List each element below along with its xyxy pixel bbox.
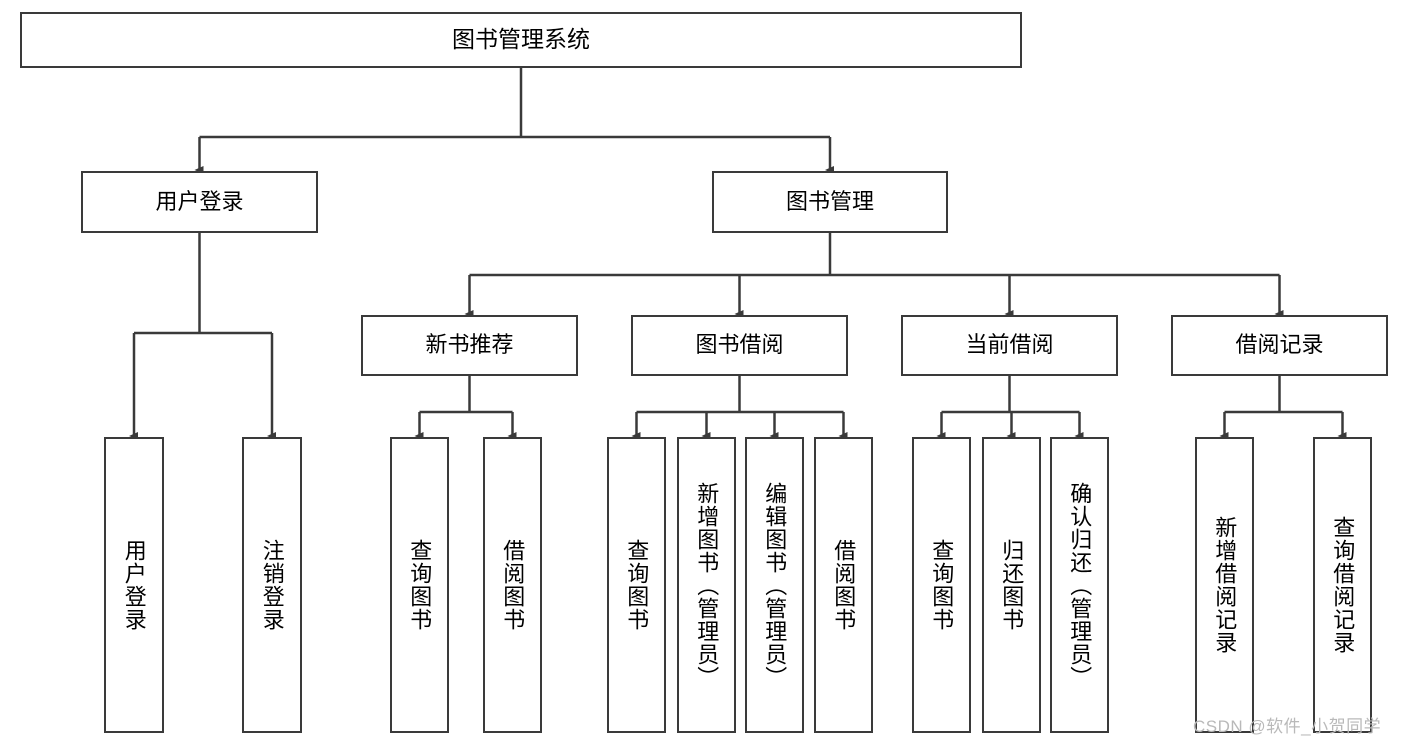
node-label: 当前借阅 — [965, 332, 1054, 358]
node-label: 注销登录 — [259, 539, 285, 631]
node-borrow-record[interactable]: 借阅记录 — [1171, 315, 1388, 376]
node-label: 用户登录 — [155, 188, 244, 214]
node-label: 归还图书 — [999, 539, 1025, 631]
node-label: 编辑图书（管理员） — [762, 481, 788, 689]
node-leaf-return[interactable]: 归还图书 — [982, 437, 1041, 733]
node-label: 查询图书 — [407, 539, 433, 631]
node-label: 用户登录 — [121, 539, 147, 631]
node-book-borrow[interactable]: 图书借阅 — [631, 315, 848, 376]
node-user-login[interactable]: 用户登录 — [81, 171, 318, 233]
node-label: 图书管理系统 — [452, 26, 590, 53]
node-label: 查询图书 — [624, 539, 650, 631]
node-new-book-rec[interactable]: 新书推荐 — [361, 315, 578, 376]
node-leaf-borrow-2[interactable]: 借阅图书 — [814, 437, 873, 733]
node-leaf-confirm[interactable]: 确认归还（管理员） — [1050, 437, 1109, 733]
node-leaf-query-3[interactable]: 查询图书 — [912, 437, 971, 733]
node-label: 查询图书 — [929, 539, 955, 631]
node-leaf-user-login[interactable]: 用户登录 — [104, 437, 164, 733]
node-label: 新增图书（管理员） — [694, 481, 720, 689]
node-label: 图书管理 — [785, 188, 874, 214]
node-label: 新书推荐 — [425, 332, 514, 358]
node-leaf-borrow-1[interactable]: 借阅图书 — [483, 437, 542, 733]
node-label: 借阅记录 — [1235, 332, 1324, 358]
node-current-borrow[interactable]: 当前借阅 — [901, 315, 1118, 376]
node-leaf-logout[interactable]: 注销登录 — [242, 437, 302, 733]
node-leaf-add-rec[interactable]: 新增借阅记录 — [1195, 437, 1254, 733]
watermark: CSDN @软件_小贺同学 — [1193, 717, 1382, 736]
node-label: 新增借阅记录 — [1212, 516, 1238, 654]
node-leaf-query-2[interactable]: 查询图书 — [607, 437, 666, 733]
node-root[interactable]: 图书管理系统 — [20, 12, 1022, 68]
node-label: 查询借阅记录 — [1330, 516, 1356, 654]
node-leaf-add-book[interactable]: 新增图书（管理员） — [677, 437, 736, 733]
node-label: 借阅图书 — [831, 539, 857, 631]
node-label: 图书借阅 — [695, 332, 784, 358]
node-leaf-query-rec[interactable]: 查询借阅记录 — [1313, 437, 1372, 733]
node-leaf-query-1[interactable]: 查询图书 — [390, 437, 449, 733]
node-leaf-edit-book[interactable]: 编辑图书（管理员） — [745, 437, 804, 733]
node-label: 借阅图书 — [500, 539, 526, 631]
node-label: 确认归还（管理员） — [1067, 481, 1093, 689]
edge-group — [129, 68, 1347, 440]
node-book-manage[interactable]: 图书管理 — [712, 171, 948, 233]
